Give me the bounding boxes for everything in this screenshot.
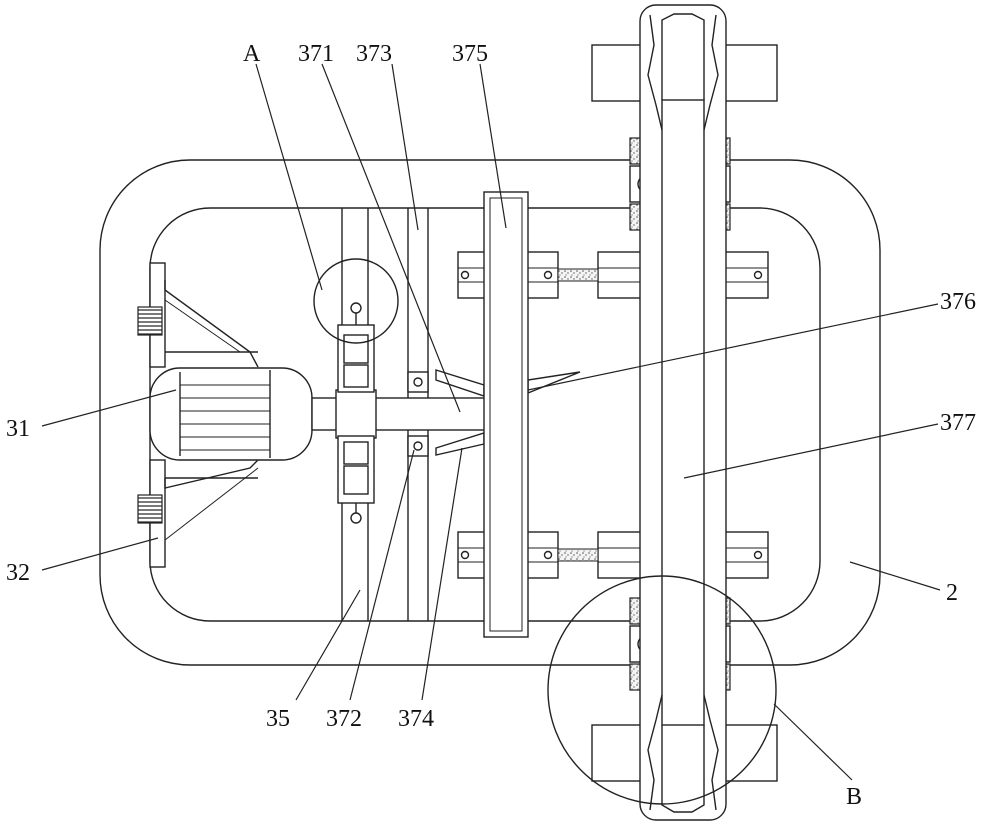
roller-assembly (337, 302, 375, 524)
wedge-376 (527, 371, 581, 395)
label-31: 31 (6, 416, 30, 442)
label-375: 375 (452, 41, 488, 67)
label-377: 377 (940, 410, 976, 436)
bolt-lower (137, 494, 163, 524)
label-35: 35 (266, 706, 290, 732)
label-374: 374 (398, 706, 434, 732)
label-2: 2 (946, 580, 958, 606)
detail-circle-a (313, 258, 399, 344)
label-373: 373 (356, 41, 392, 67)
detail-circle-b (547, 575, 777, 805)
frame-outer (99, 159, 881, 666)
label-B: B (846, 784, 862, 810)
label-32: 32 (6, 560, 30, 586)
plate-375 (483, 191, 529, 638)
part-labels: A 371 373 375 376 377 31 32 2 35 372 374… (6, 41, 976, 810)
label-376: 376 (940, 289, 976, 315)
bolt-upper (137, 306, 163, 336)
label-A: A (243, 41, 261, 67)
leader-lines (41, 63, 941, 781)
rod-377 (639, 4, 727, 821)
label-372: 372 (326, 706, 362, 732)
label-371: 371 (298, 41, 334, 67)
bearing-372 (407, 371, 429, 457)
motor-31 (149, 367, 313, 461)
shaft (311, 389, 495, 439)
bracket-32 (137, 262, 259, 568)
